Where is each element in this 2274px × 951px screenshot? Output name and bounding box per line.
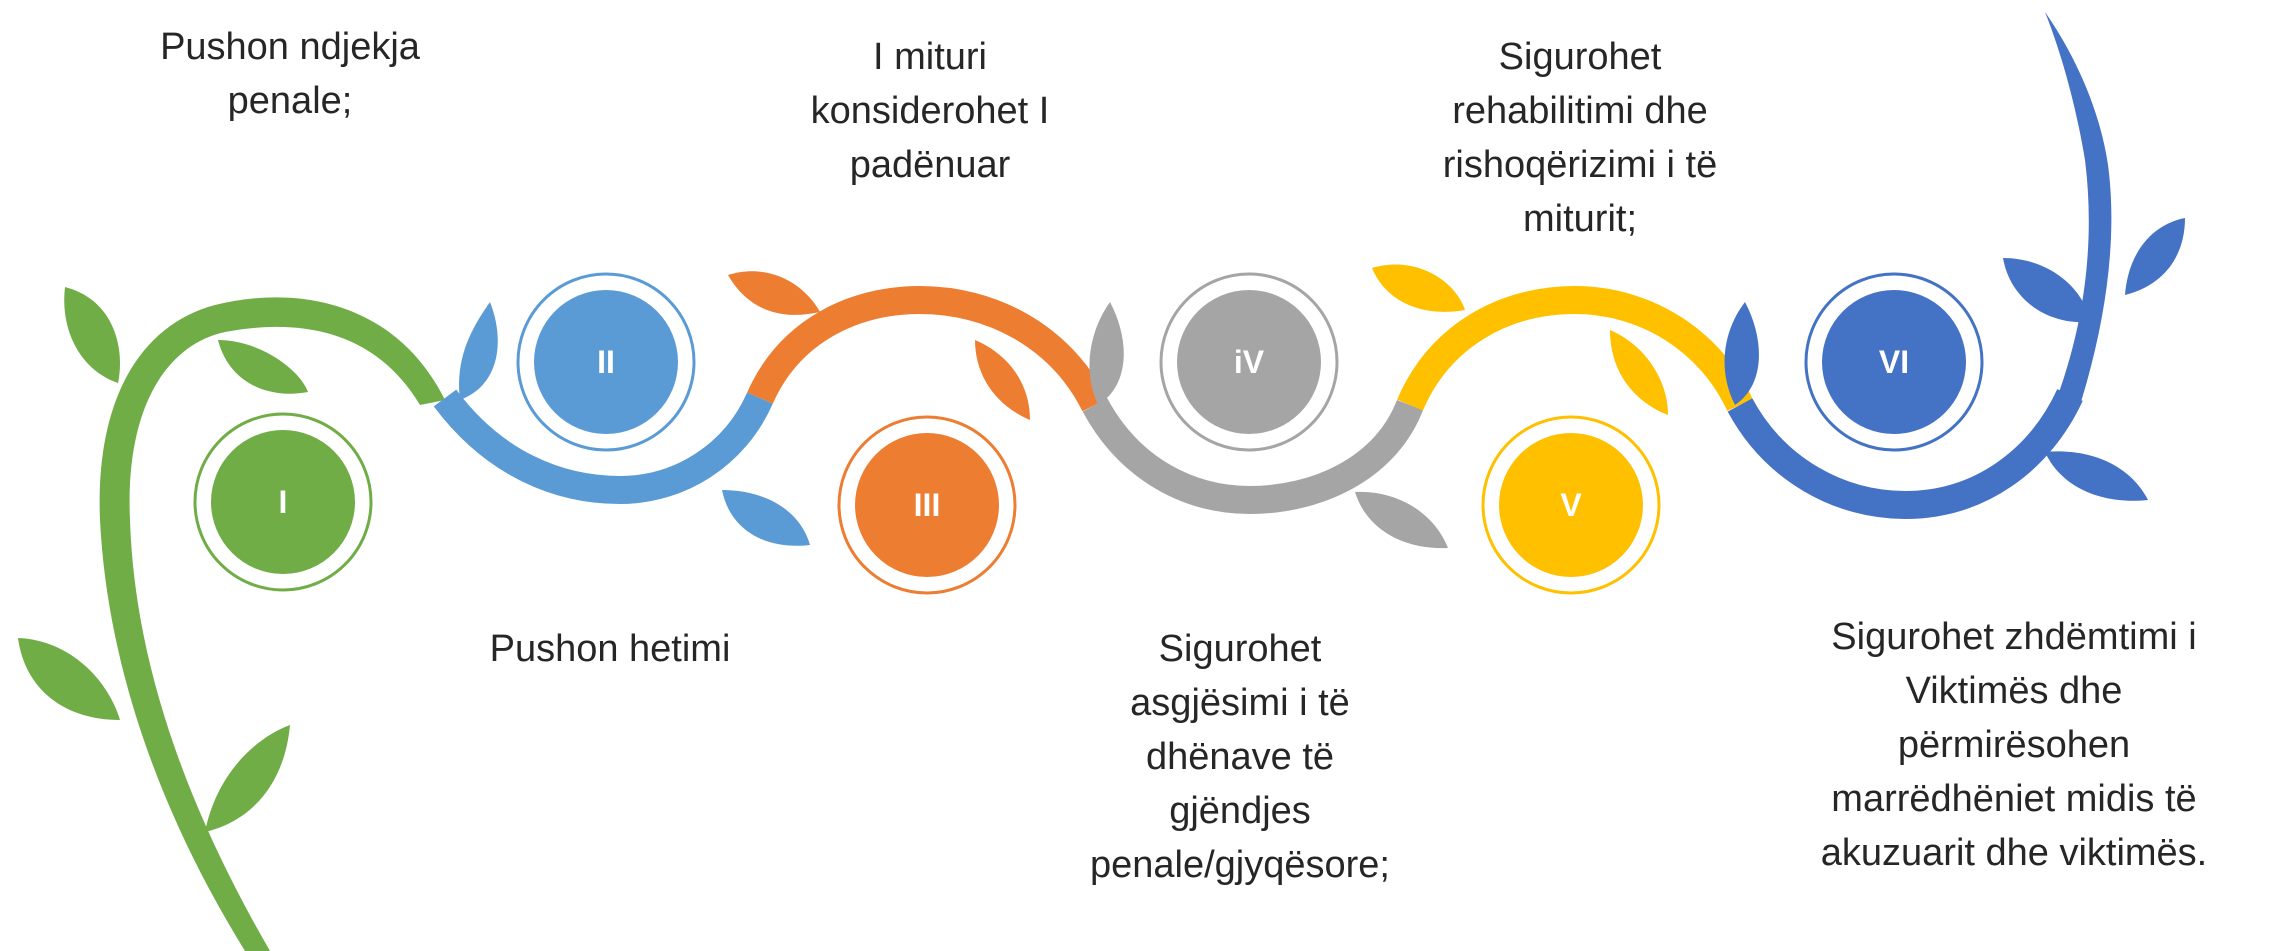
darkblue-leaf	[2045, 451, 2148, 501]
orange-leaf	[728, 271, 820, 315]
darkblue-vine-segment	[1727, 388, 2083, 520]
blue-vine-segment	[433, 389, 773, 505]
orange-leaf	[975, 340, 1030, 420]
darkblue-leaf	[1724, 302, 1759, 405]
darkblue-leaf	[2125, 218, 2185, 295]
blue-leaf	[459, 302, 498, 400]
step-number: II	[597, 344, 615, 380]
step-2-label: Pushon hetimi	[489, 628, 731, 670]
gray-vine-segment	[1082, 398, 1424, 515]
gray-leaf	[1089, 302, 1124, 405]
green-leaf	[64, 287, 120, 383]
step-number: III	[914, 487, 941, 523]
green-leaf	[205, 725, 290, 832]
step-number: iV	[1234, 344, 1265, 380]
green-leaf	[218, 340, 308, 394]
step-number: I	[279, 484, 288, 520]
step-badge-3: III	[837, 415, 1017, 595]
step-5-label: Sigurohet rehabilitimi dhe rishoqërizimi…	[1442, 36, 1718, 240]
yellow-vine-segment	[1397, 285, 1753, 412]
green-leaf	[18, 638, 120, 720]
green-stem	[99, 297, 445, 951]
step-badge-2: II	[516, 272, 696, 452]
step-3-label: I mituri konsiderohet I padënuar	[810, 36, 1050, 186]
step-6-label: Sigurohet zhdëmtimi i Viktimës dhe përmi…	[1820, 616, 2208, 874]
darkblue-vine-tail	[2045, 12, 2112, 405]
step-number: VI	[1879, 344, 1909, 380]
yellow-leaf	[1610, 330, 1668, 415]
yellow-leaf	[1372, 264, 1465, 312]
step-1-label: Pushon ndjekja penale;	[160, 26, 420, 122]
blue-leaf	[722, 490, 810, 546]
step-badge-5: V	[1481, 415, 1661, 595]
darkblue-leaf	[2003, 258, 2090, 323]
step-badge-6: VI	[1804, 272, 1984, 452]
gray-leaf	[1355, 491, 1448, 549]
step-4-label: Sigurohet asgjësimi i të dhënave të gjën…	[1090, 628, 1390, 886]
step-badge-1: I	[193, 412, 373, 592]
orange-vine-segment	[747, 285, 1108, 412]
step-badge-4: iV	[1159, 272, 1339, 452]
step-number: V	[1560, 487, 1582, 523]
